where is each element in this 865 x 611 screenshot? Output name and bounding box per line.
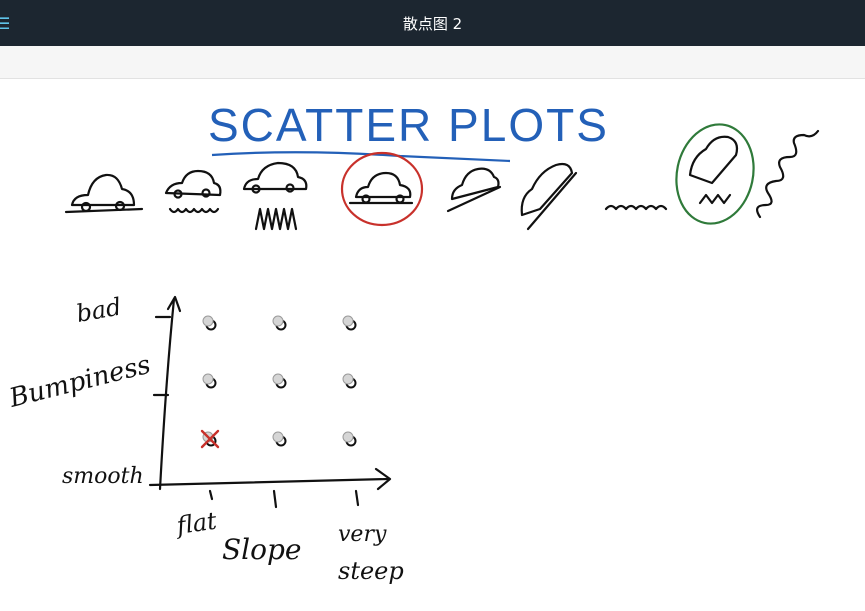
y-bottom-label: smooth: [62, 464, 144, 489]
scatter-points: [200, 315, 357, 449]
page-title: 散点图 2: [402, 15, 463, 33]
car-steep-icon: [520, 162, 578, 231]
x-axis-label: Slope: [222, 533, 302, 566]
spring-zigzag-icon: [756, 129, 820, 219]
scatter-point: [200, 429, 220, 449]
top-bar: ☰ 散点图 2: [0, 0, 865, 46]
scatter-point: [272, 431, 287, 447]
car-steep-bumpy-highlighted-icon: [675, 123, 755, 225]
scatter-point: [342, 373, 357, 389]
scatter-point: [342, 315, 357, 331]
whiteboard-canvas: SCATTER PLOTS: [0, 79, 865, 611]
x-right-label-line1: very: [338, 522, 387, 547]
wavy-line-icon: [604, 204, 668, 211]
scatter-point: [202, 315, 217, 331]
scatter-point: [342, 431, 357, 447]
x-right-label-line2: steep: [338, 557, 404, 585]
heading-text: SCATTER PLOTS: [208, 99, 609, 151]
car-bumpy-small-icon: [164, 169, 222, 214]
car-uphill-icon: [446, 167, 502, 213]
car-flat-icon: [64, 173, 144, 214]
y-top-label: bad: [74, 293, 123, 328]
scatter-point: [202, 373, 217, 389]
heading-underline: [211, 151, 511, 163]
menu-icon[interactable]: ☰: [0, 14, 11, 33]
scatter-point: [272, 315, 287, 331]
chart-axes: [148, 295, 392, 509]
x-marker: [200, 429, 220, 449]
toolbar: [0, 46, 865, 79]
scatter-point: [272, 373, 287, 389]
y-axis-label: Bumpiness: [5, 350, 153, 414]
car-highlighted-icon: [340, 151, 424, 227]
whiteboard-drawing: SCATTER PLOTS: [5, 99, 820, 585]
car-bumpy-large-icon: [242, 161, 308, 231]
x-left-label: flat: [173, 507, 219, 541]
